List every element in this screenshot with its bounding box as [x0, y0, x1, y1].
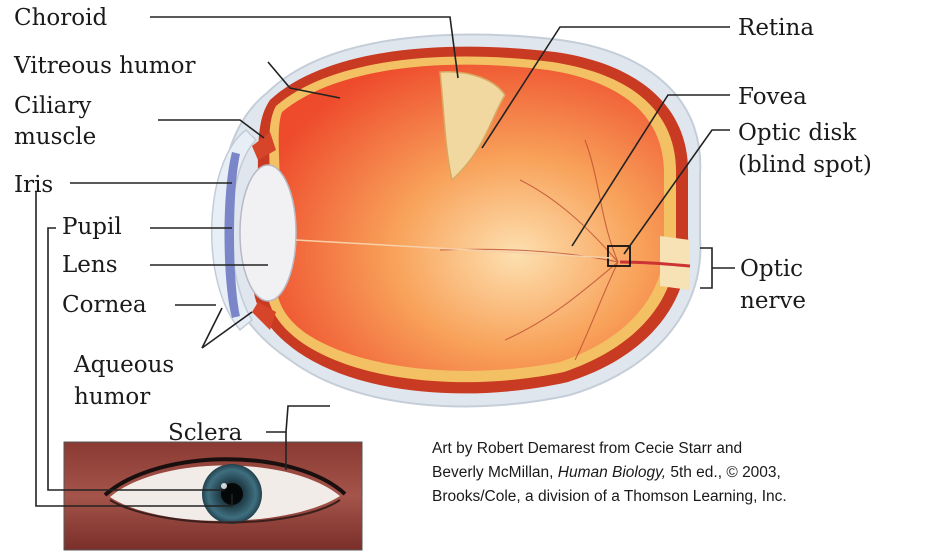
label-optic-nerve-line1: Optic	[740, 256, 803, 282]
label-ciliary-muscle-line1: Ciliary	[14, 93, 91, 119]
label-iris: Iris	[14, 172, 53, 198]
label-lens: Lens	[62, 252, 118, 278]
eye-photo	[64, 442, 362, 550]
credit-book-title: Human Biology,	[558, 464, 666, 481]
credit-line2-start: Beverly McMillan,	[432, 464, 558, 481]
image-credit: Art by Robert Demarest from Cecie Starr …	[432, 440, 787, 505]
credit-line2-end: 5th ed., © 2003,	[666, 464, 781, 481]
label-sclera: Sclera	[168, 420, 243, 446]
label-ciliary-muscle-line2: muscle	[14, 124, 96, 150]
label-optic-disk-line2: (blind spot)	[738, 152, 872, 178]
label-optic-disk-line1: Optic disk	[738, 120, 857, 146]
lens-shape	[240, 165, 296, 301]
label-aqueous-humor-line2: humor	[74, 384, 150, 410]
label-retina: Retina	[738, 15, 814, 41]
credit-line3: Brooks/Cole, a division of a Thomson Lea…	[432, 488, 787, 505]
label-optic-nerve-line2: nerve	[740, 288, 806, 314]
credit-line2: Beverly McMillan, Human Biology, 5th ed.…	[432, 464, 781, 481]
label-vitreous-humor: Vitreous humor	[13, 53, 195, 79]
credit-line1: Art by Robert Demarest from Cecie Starr …	[432, 440, 742, 457]
label-aqueous-humor-line1: Aqueous	[73, 352, 174, 378]
label-choroid: Choroid	[14, 5, 107, 31]
label-fovea: Fovea	[738, 84, 807, 110]
label-cornea: Cornea	[62, 292, 147, 318]
eyeball	[212, 35, 701, 407]
label-pupil: Pupil	[62, 214, 122, 240]
